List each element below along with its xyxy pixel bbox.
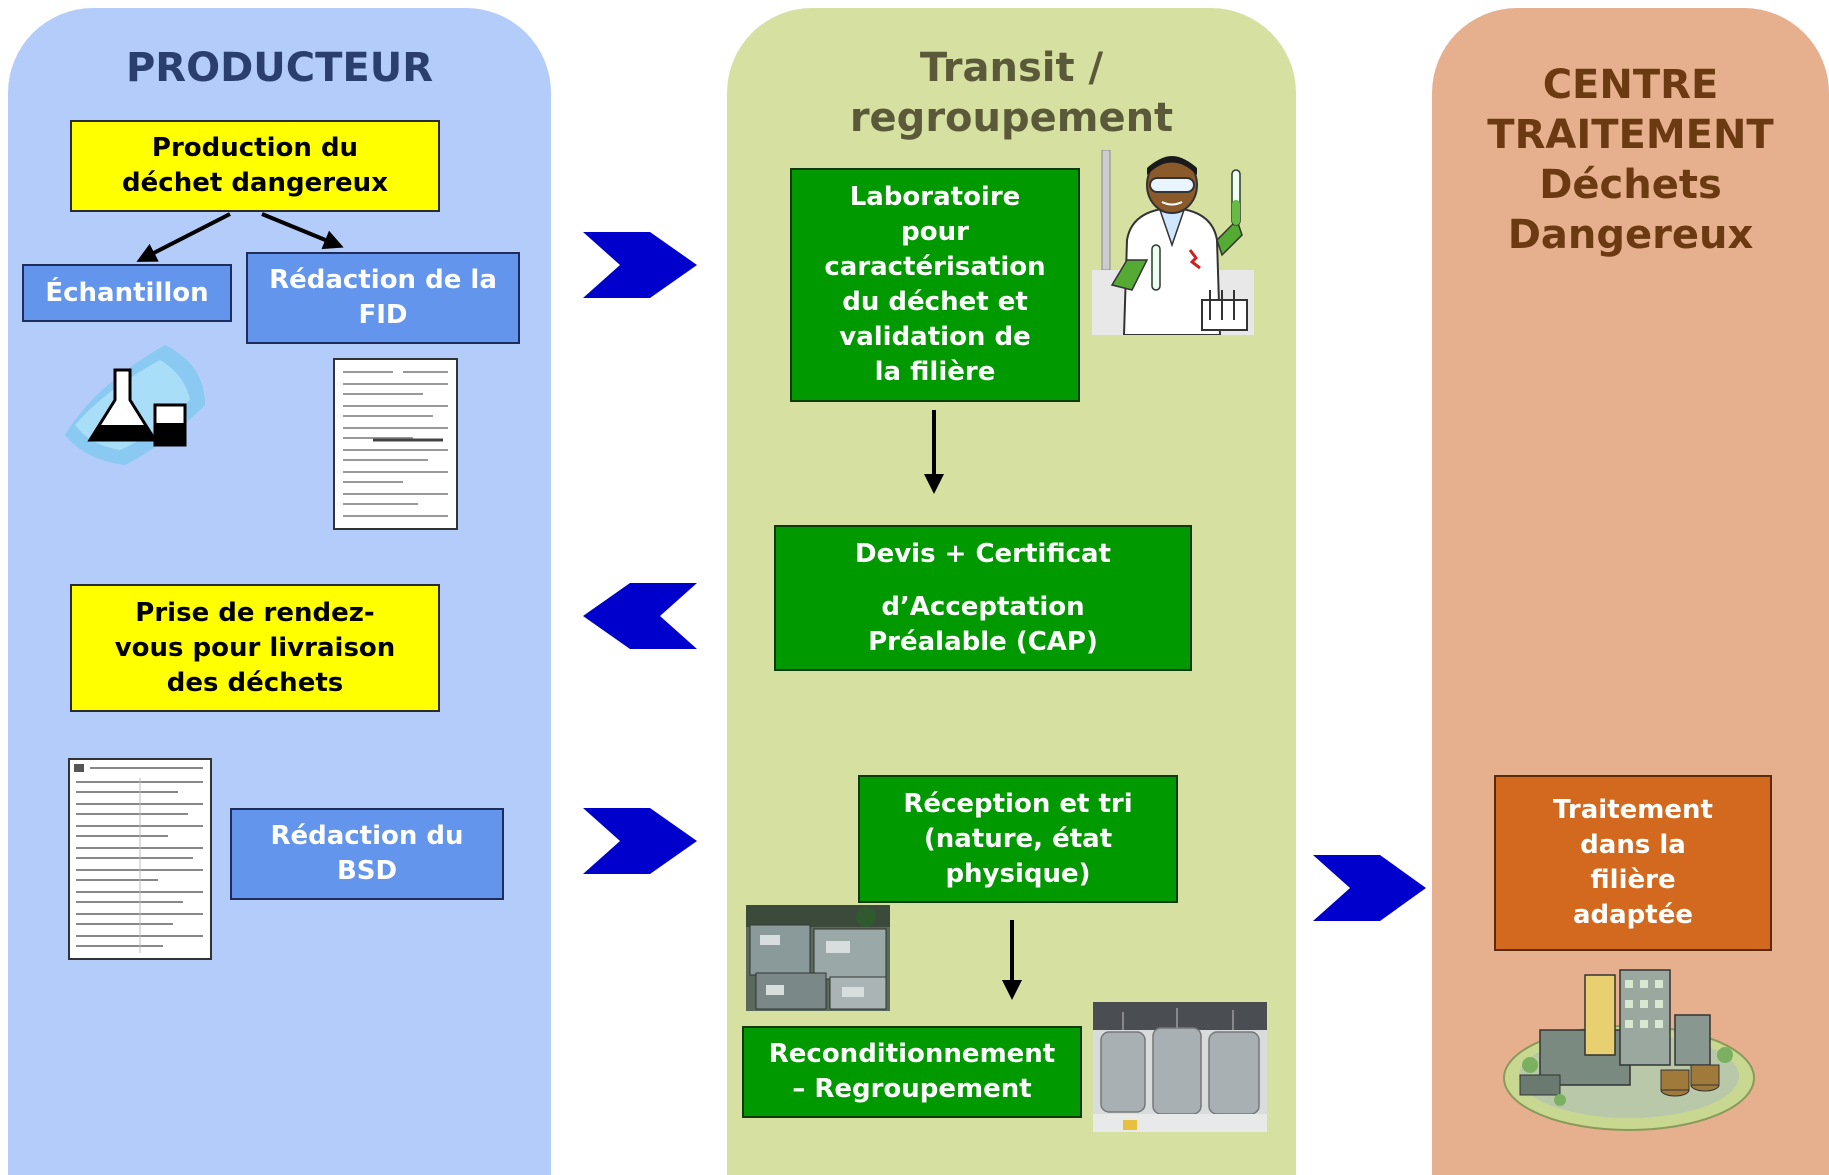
- form-document-icon: [333, 358, 458, 530]
- fid-text: FID: [358, 300, 408, 330]
- treatment-plant-illustration: [1503, 969, 1755, 1131]
- laboratory-text: Laboratoire: [849, 182, 1021, 212]
- laboratory-box: Laboratoire pour caractérisation du déch…: [790, 168, 1080, 402]
- lab-flask-icon: [65, 345, 205, 465]
- reception-text: Réception et tri: [903, 788, 1133, 819]
- sample-box: Échantillon: [22, 264, 232, 322]
- quote-cap-box: Devis + Certificat d’Acceptation Préalab…: [774, 525, 1192, 671]
- production-text: Production du: [151, 133, 359, 163]
- treatment-text: dans la: [1580, 830, 1686, 860]
- laboratory-text: du déchet et: [842, 287, 1028, 317]
- appointment-text: Prise de rendez-: [135, 597, 375, 628]
- transit-lane-title-line: Transit /: [919, 45, 1104, 91]
- quote-cap-text: d’Acceptation: [881, 591, 1085, 622]
- sample-text: Échantillon: [45, 277, 209, 308]
- scientist-illustration: [1092, 150, 1254, 335]
- repackaging-box: Reconditionnement – Regroupement: [742, 1026, 1082, 1118]
- waste-bins-photo: [746, 905, 890, 1011]
- treatment-text: Traitement: [1553, 795, 1713, 825]
- repackaging-text: Reconditionnement: [768, 1039, 1056, 1069]
- transit-lane-title: Transit / regroupement: [727, 43, 1296, 143]
- fid-text: Rédaction de la: [269, 265, 497, 295]
- treatment-text: filière: [1590, 865, 1676, 895]
- laboratory-text: validation de: [839, 322, 1031, 352]
- reception-text: (nature, état: [923, 823, 1113, 854]
- production-text: déchet dangereux: [122, 168, 388, 198]
- reception-text: physique): [945, 858, 1091, 889]
- treatment-lane-title-line: Dangereux: [1507, 212, 1754, 258]
- appointment-box: Prise de rendez- vous pour livraison des…: [70, 584, 440, 712]
- storage-tanks-photo: [1093, 1002, 1267, 1132]
- arrow-to-sample: [136, 212, 231, 262]
- chevron-left-icon: [583, 583, 697, 649]
- production-box: Production du déchet dangereux: [70, 120, 440, 212]
- form-document-icon: [68, 758, 212, 960]
- quote-cap-text: Devis + Certificat: [855, 538, 1111, 569]
- appointment-text: des déchets: [166, 667, 344, 698]
- treatment-process-box: Traitement dans la filière adaptée: [1494, 775, 1772, 951]
- bsd-text: BSD: [336, 856, 398, 886]
- laboratory-text: caractérisation: [824, 252, 1046, 282]
- appointment-text: vous pour livraison: [114, 632, 396, 663]
- laboratory-text: la filière: [874, 357, 996, 387]
- treatment-lane-title: CENTRE TRAITEMENT Déchets Dangereux: [1432, 60, 1829, 260]
- treatment-text: adaptée: [1572, 900, 1693, 930]
- laboratory-text: pour: [901, 217, 969, 247]
- bsd-text: Rédaction du: [270, 821, 464, 851]
- producer-lane-title: PRODUCTEUR: [125, 45, 434, 91]
- transit-lane-title-line: regroupement: [849, 95, 1174, 141]
- repackaging-text: – Regroupement: [792, 1074, 1032, 1104]
- reception-box: Réception et tri (nature, état physique): [858, 775, 1178, 903]
- arrow-to-fid: [261, 212, 344, 250]
- fid-box: Rédaction de la FID: [246, 252, 520, 344]
- chevron-right-icon: [1313, 855, 1426, 921]
- bsd-box: Rédaction du BSD: [230, 808, 504, 900]
- treatment-lane-title-line: CENTRE: [1542, 62, 1719, 108]
- chevron-right-icon: [583, 232, 697, 298]
- treatment-lane-title-line: TRAITEMENT: [1487, 112, 1774, 158]
- chevron-right-icon: [583, 808, 697, 874]
- quote-cap-text: Préalable (CAP): [868, 626, 1098, 657]
- treatment-lane-title-line: Déchets: [1539, 162, 1722, 208]
